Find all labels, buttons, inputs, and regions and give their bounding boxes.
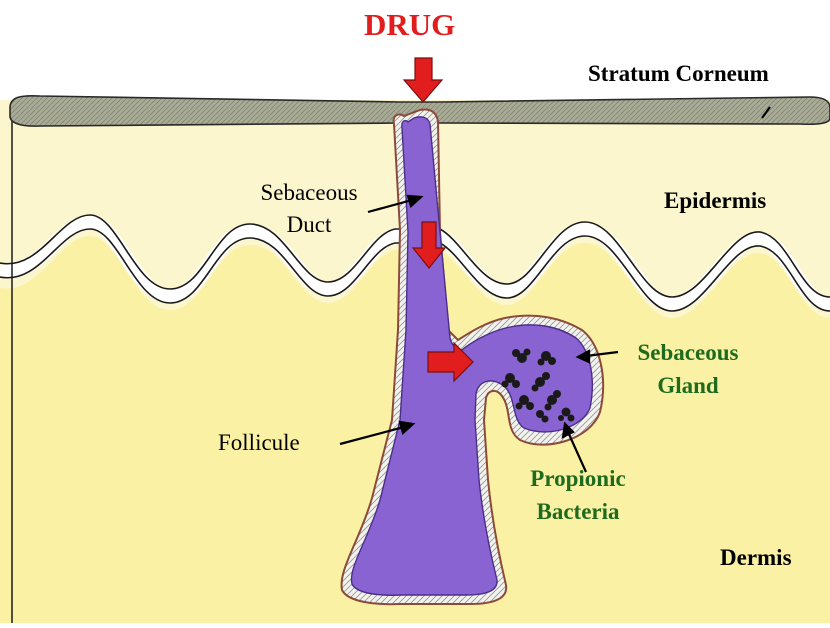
sebaceous-duct-label: Sebaceous Duct bbox=[246, 180, 372, 238]
sebaceous-duct-line1: Sebaceous bbox=[246, 180, 372, 206]
drug-arrow-top bbox=[404, 58, 442, 102]
drug-label: DRUG bbox=[364, 8, 455, 43]
stratum-corneum-label: Stratum Corneum bbox=[588, 61, 769, 87]
follicule-label: Follicule bbox=[218, 430, 300, 456]
sebaceous-duct-line2: Duct bbox=[246, 212, 372, 238]
propionic-bacteria-line2: Bacteria bbox=[508, 499, 648, 525]
propionic-bacteria-label: Propionic Bacteria bbox=[508, 466, 648, 525]
propionic-bacteria-line1: Propionic bbox=[508, 466, 648, 492]
epidermis-label: Epidermis bbox=[664, 188, 766, 214]
sebaceous-gland-line2: Gland bbox=[618, 373, 758, 399]
dermis-label: Dermis bbox=[720, 545, 792, 571]
sebaceous-gland-label: Sebaceous Gland bbox=[618, 340, 758, 399]
sebaceous-gland-line1: Sebaceous bbox=[618, 340, 758, 366]
